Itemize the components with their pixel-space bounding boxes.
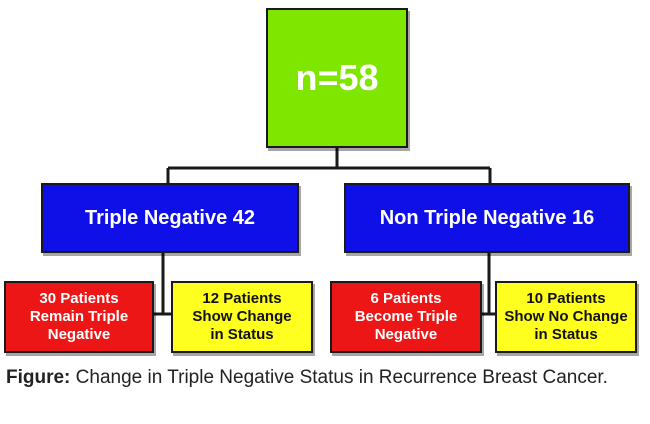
leaf-node-label: 30 Patients Remain Triple Negative <box>29 290 129 343</box>
leaf-node-label: 6 Patients Become Triple Negative <box>354 290 458 343</box>
leaf-node-label: 12 Patients Show Change in Status <box>192 290 292 343</box>
group-node-non-triple-negative: Non Triple Negative 16 <box>344 183 630 253</box>
leaf-node-become-triple-negative: 6 Patients Become Triple Negative <box>330 281 482 353</box>
group-node-triple-negative: Triple Negative 42 <box>41 183 299 253</box>
leaf-node-remain-triple-negative: 30 Patients Remain Triple Negative <box>4 281 154 353</box>
root-node: n=58 <box>266 8 408 148</box>
root-node-label: n=58 <box>295 57 379 98</box>
leaf-node-show-change: 12 Patients Show Change in Status <box>171 281 313 353</box>
figure-caption: Figure: Change in Triple Negative Status… <box>6 366 646 389</box>
leaf-node-no-change: 10 Patients Show No Change in Status <box>495 281 637 353</box>
group-node-label: Triple Negative 42 <box>84 206 256 229</box>
group-node-label: Non Triple Negative 16 <box>379 206 595 229</box>
leaf-node-label: 10 Patients Show No Change in Status <box>504 290 628 343</box>
caption-prefix: Figure: <box>6 367 71 388</box>
caption-text: Change in Triple Negative Status in Recu… <box>70 367 608 388</box>
